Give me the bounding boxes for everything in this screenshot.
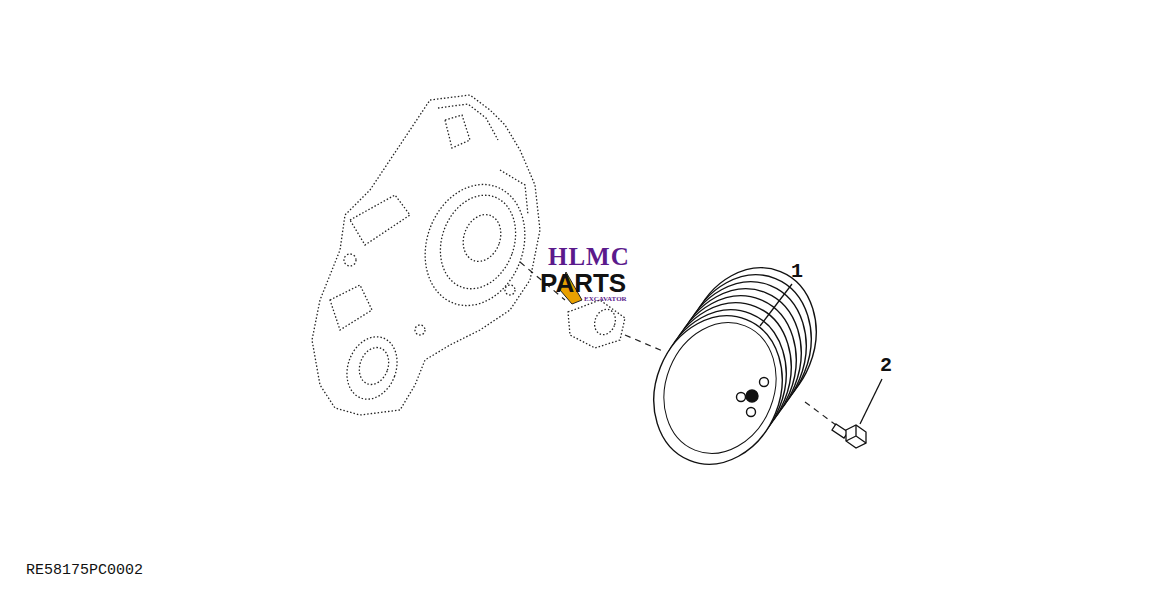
callout-number: 2 xyxy=(880,356,892,376)
callout-number: 1 xyxy=(791,262,803,282)
leader-line xyxy=(760,284,882,424)
drawing-number: RE58175PC0002 xyxy=(26,563,143,578)
bolt xyxy=(832,424,866,448)
watermark-text: EXCAVATOR xyxy=(584,296,627,303)
watermark-text: HLMC xyxy=(548,244,630,269)
pulley xyxy=(632,248,838,483)
watermark-text: PARTS xyxy=(540,270,626,296)
